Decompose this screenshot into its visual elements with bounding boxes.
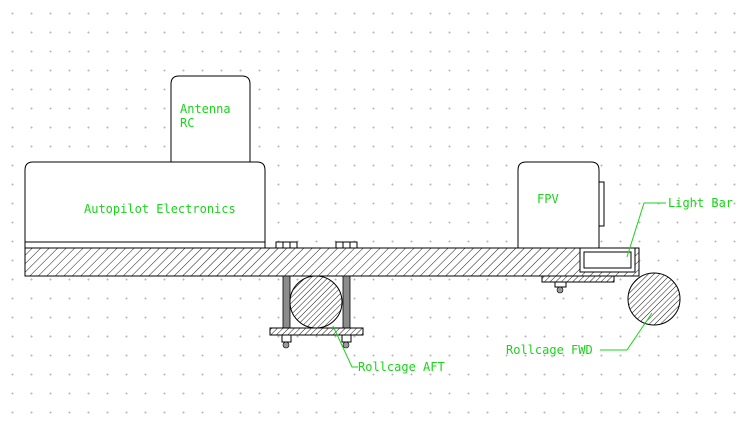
autopilot-label: Autopilot Electronics — [84, 202, 236, 216]
antenna-rc-box — [170, 75, 251, 163]
rc-label: RC — [180, 116, 194, 130]
rollcage-fwd-label: Rollcage FWD — [506, 343, 593, 357]
base-plate — [24, 247, 640, 277]
rollcage-fwd-clamp — [541, 275, 615, 294]
rollcage-fwd-leader — [600, 312, 653, 351]
top-bolt-heads — [275, 241, 358, 249]
rollcage-aft-assembly — [269, 275, 364, 349]
light-bar — [579, 247, 636, 273]
fpv-label: FPV — [537, 192, 559, 206]
antenna-label: Antenna — [180, 102, 231, 116]
leader-lines — [332, 202, 666, 368]
rollcage-aft-leader — [332, 325, 358, 368]
rollcage-aft-label: Rollcage AFT — [358, 360, 445, 374]
fpv-box — [517, 161, 605, 249]
rollcage-fwd-tube — [627, 272, 681, 326]
light-bar-label: Light Bar — [668, 196, 733, 210]
autopilot-electronics-box — [24, 161, 266, 249]
light-bar-leader — [626, 202, 666, 258]
